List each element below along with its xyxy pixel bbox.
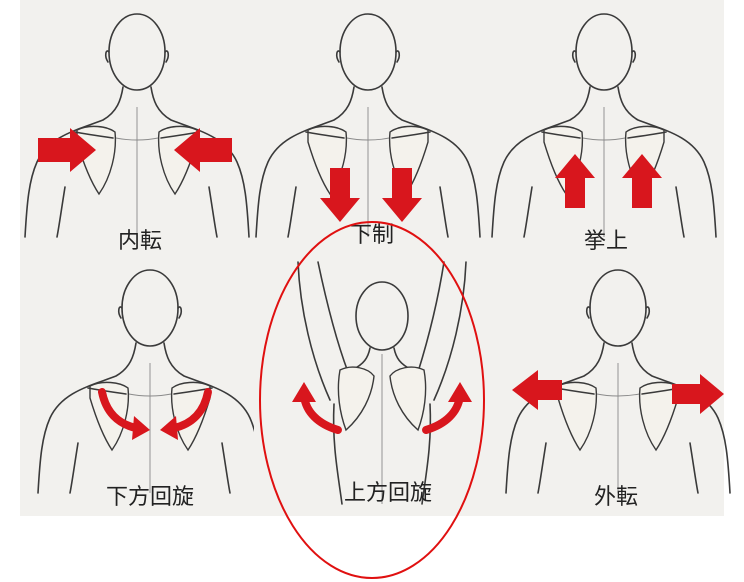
panel-bg <box>488 0 724 262</box>
panel-adduction: 内転 <box>20 0 254 262</box>
panel-elevation: 挙上 <box>488 0 724 262</box>
panel-upward-rotation: 上方回旋 <box>254 262 488 516</box>
panel-label: 下方回旋 <box>106 485 194 510</box>
panel-abduction: 外転 <box>488 262 730 516</box>
panel-label: 下制 <box>350 223 394 248</box>
panel-label: 外転 <box>594 485 638 510</box>
panel-label: 内転 <box>118 229 162 254</box>
panel-label: 上方回旋 <box>344 481 432 506</box>
panel-downward-rotation: 下方回旋 <box>20 262 262 516</box>
panel-label: 挙上 <box>584 229 628 254</box>
